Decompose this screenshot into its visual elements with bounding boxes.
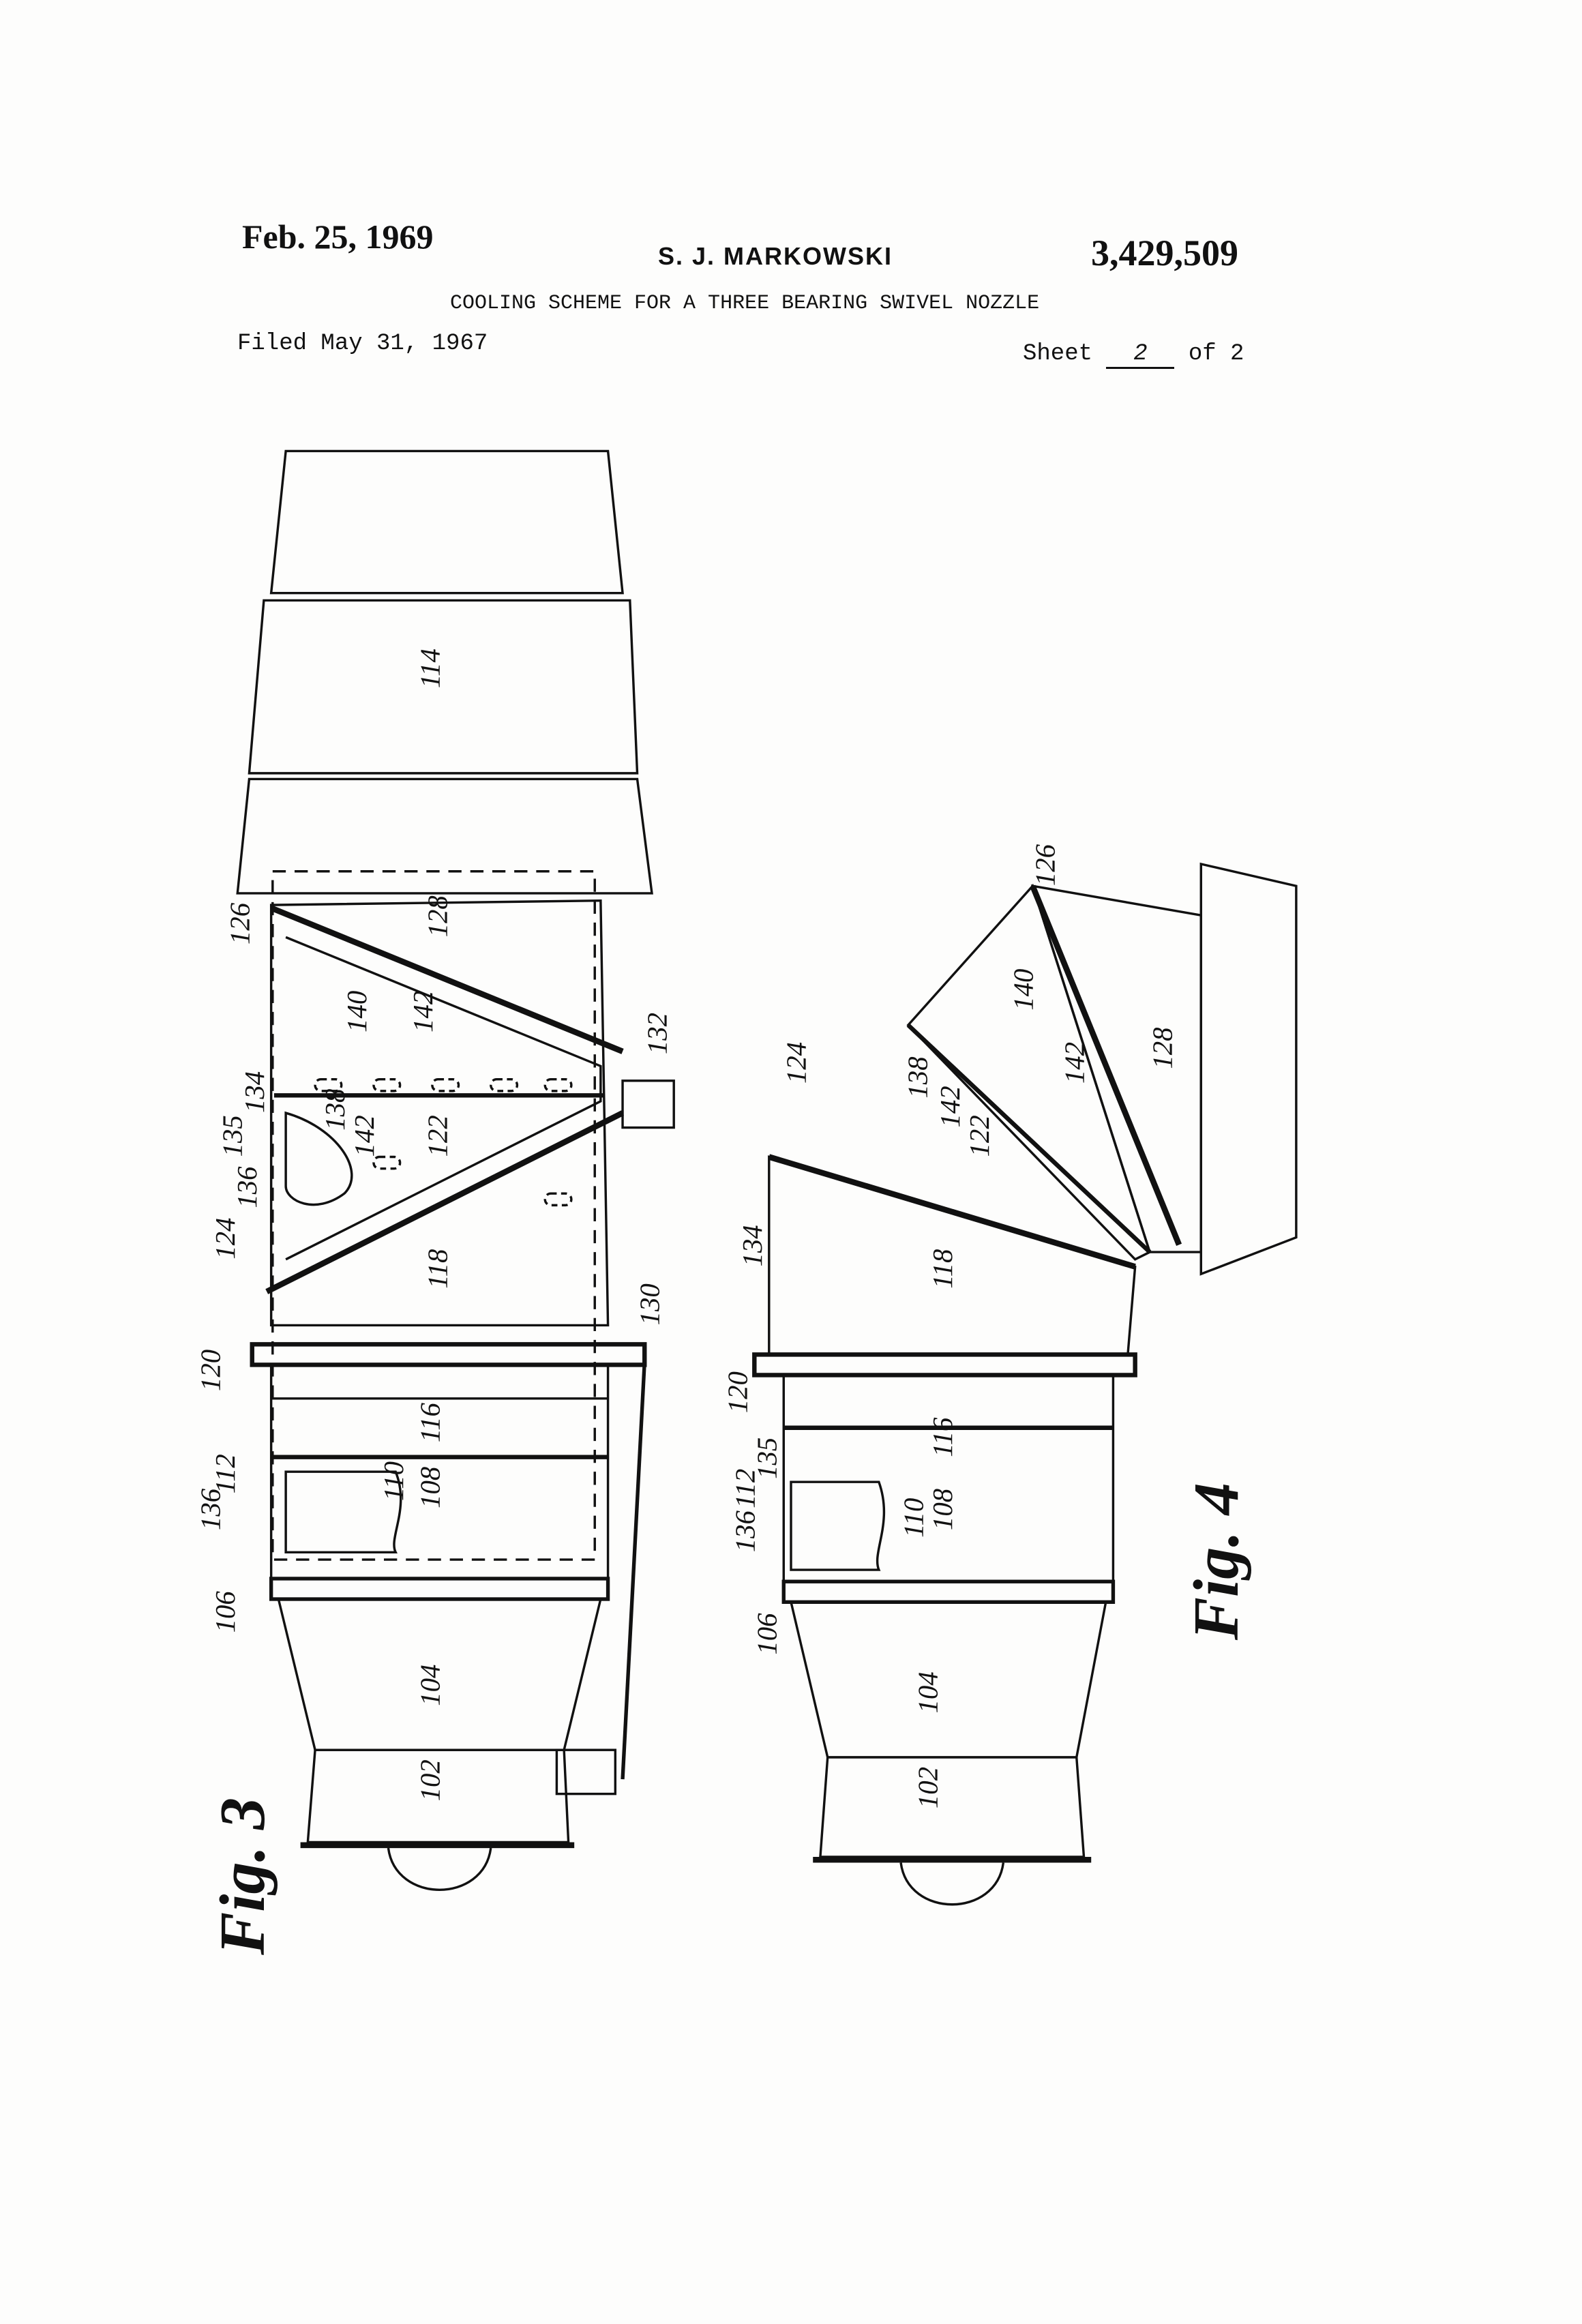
- fig3-ref-132: 132: [642, 1013, 672, 1054]
- fig4-ref-126: 126: [1030, 844, 1061, 886]
- fig3-ref-126: 126: [224, 902, 255, 944]
- section-102: [820, 1757, 1084, 1857]
- fig3-ref-120: 120: [195, 1350, 226, 1391]
- fig3-ref-102: 102: [415, 1759, 446, 1801]
- fig4-ref-116: 116: [927, 1417, 958, 1457]
- fig3-ref-118: 118: [422, 1249, 453, 1289]
- fig4-ref-118: 118: [927, 1249, 958, 1289]
- fig3-ref-135: 135: [218, 1115, 248, 1157]
- fig3-label-mark: Fig. 3: [207, 1798, 278, 1956]
- fig4-ref-106: 106: [752, 1613, 783, 1655]
- segment-122: [908, 886, 1150, 1260]
- fig4-ref-108: 108: [927, 1489, 958, 1530]
- reference-numerals: 1141281261401421321341351381421221361241…: [195, 649, 1178, 1808]
- bullet: [901, 1863, 1003, 1905]
- fig4-ref-104: 104: [913, 1671, 944, 1713]
- fig3-ref-136: 136: [195, 1488, 226, 1530]
- fig4-ref-110: 110: [898, 1498, 929, 1538]
- cone-104: [791, 1602, 1106, 1757]
- fig4-ref-138: 138: [903, 1056, 934, 1098]
- fig3-ref-124: 124: [210, 1218, 241, 1260]
- fig4-ref-142: 142: [1059, 1042, 1090, 1084]
- ring-120: [754, 1354, 1135, 1375]
- ring-106: [271, 1579, 608, 1599]
- fig3-ref-114: 114: [415, 649, 446, 688]
- nozzle-section-rotated: [1201, 864, 1296, 1274]
- fig3-ref-128: 128: [422, 895, 453, 937]
- actuator-box-132: [623, 1081, 674, 1128]
- fig3-ref-134: 134: [239, 1071, 270, 1113]
- cutaway-110: [791, 1482, 884, 1570]
- fig3-ref-106: 106: [210, 1591, 241, 1633]
- nozzle-section-lower: [237, 779, 652, 893]
- fig3-ref-140: 140: [342, 991, 372, 1032]
- fig4-label-mark: Fig. 4: [1181, 1483, 1252, 1641]
- fig4-ref-136: 136: [730, 1510, 760, 1552]
- fig3-ref-108: 108: [415, 1467, 446, 1508]
- fig3-ref-116: 116: [415, 1402, 446, 1442]
- section-116-108: [783, 1375, 1113, 1581]
- fig3-ref-136: 136: [232, 1166, 263, 1208]
- ring-106: [783, 1581, 1113, 1602]
- fig3-ref-112: 112: [210, 1454, 241, 1493]
- fig4-ref-128: 128: [1147, 1027, 1178, 1069]
- fig3-ref-122: 122: [422, 1115, 453, 1157]
- fig4-ref-142: 142: [935, 1086, 966, 1127]
- fig4-ref-122: 122: [964, 1115, 995, 1157]
- fig3-ref-104: 104: [415, 1665, 446, 1706]
- fig4-ref-124: 124: [781, 1042, 811, 1084]
- fig4-drawing: Fig. 4: [754, 864, 1296, 1905]
- fig3-ref-138: 138: [320, 1089, 350, 1131]
- fig4-ref-135: 135: [752, 1437, 783, 1479]
- ring-120: [252, 1344, 645, 1365]
- actuator-rod-130: [623, 1362, 644, 1779]
- fig3-ref-142: 142: [349, 1115, 380, 1157]
- fig3-ref-110: 110: [378, 1461, 409, 1501]
- fig3-ref-142: 142: [408, 991, 438, 1032]
- nozzle-section-upper: [271, 451, 623, 593]
- fig4-ref-120: 120: [723, 1371, 753, 1413]
- bullet: [388, 1848, 490, 1890]
- fig4-ref-140: 140: [1008, 969, 1039, 1011]
- fig3-ref-130: 130: [635, 1283, 666, 1325]
- fig4-ref-102: 102: [913, 1767, 944, 1808]
- fig4-ref-134: 134: [737, 1225, 768, 1266]
